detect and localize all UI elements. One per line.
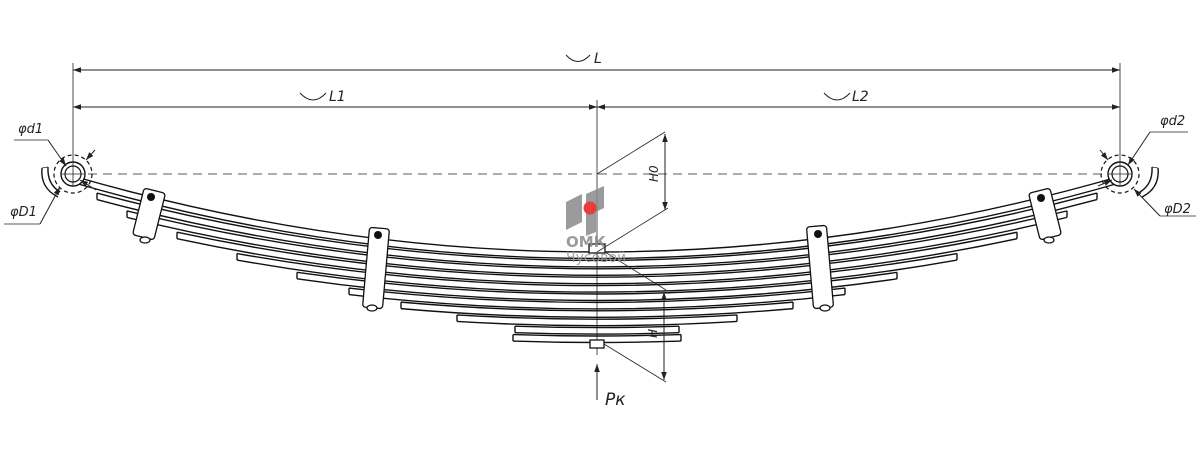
watermark-city: Чусовой [566,250,626,266]
label-L: L [594,51,602,67]
leaf-10-top [514,325,680,329]
label-H: H [646,329,660,338]
leaf-8-bottom [400,307,794,318]
leaf-9-top [456,314,738,320]
leaf-3-top [126,210,1068,270]
label-D1: φD1 [10,205,37,220]
clamp-left-inner [362,226,390,312]
leaf-10-bottom [514,331,680,335]
leaf-3-bottom [126,216,1068,276]
leaf-5-top [236,252,958,287]
label-L2: L2 [852,89,869,105]
label-d2: φd2 [1160,114,1185,129]
clamp-left-outer [132,188,166,244]
leaf-2-top [96,192,1098,262]
leaf-8-top [400,301,794,312]
leaf-7-bottom [348,293,846,310]
leaf-7-top [348,287,846,304]
label-Pk: Pк [605,390,626,410]
leaf-5-bottom [236,259,958,293]
leaf-1-bottom [72,181,1122,260]
label-H0: H0 [647,165,661,182]
dimension-L1: L1 [73,89,597,110]
right-eye: φd2 φD2 [1097,114,1196,217]
leaf-4-top [176,231,1018,278]
dimension-H0: H0 [596,131,669,253]
load-force: Pк [594,364,626,410]
leaf-4-bottom [176,238,1018,285]
dimension-H: H [603,251,667,383]
leaf-2-bottom [96,198,1098,268]
dimension-L2: L2 [597,89,1120,110]
clamp-right-outer [1028,188,1062,244]
leaf-9-bottom [456,320,738,327]
dimension-L: L [72,51,1121,168]
omk-logo-icon [566,186,604,236]
label-d1: φd1 [18,122,43,137]
watermark-brand: ОМК [566,233,607,251]
omk-watermark: ОМК Чусовой [566,186,626,266]
label-D2: φD2 [1164,202,1191,217]
label-L1: L1 [329,89,346,105]
left-eye: φd1 φD1 [4,122,97,225]
clamp-right-inner [806,224,834,312]
